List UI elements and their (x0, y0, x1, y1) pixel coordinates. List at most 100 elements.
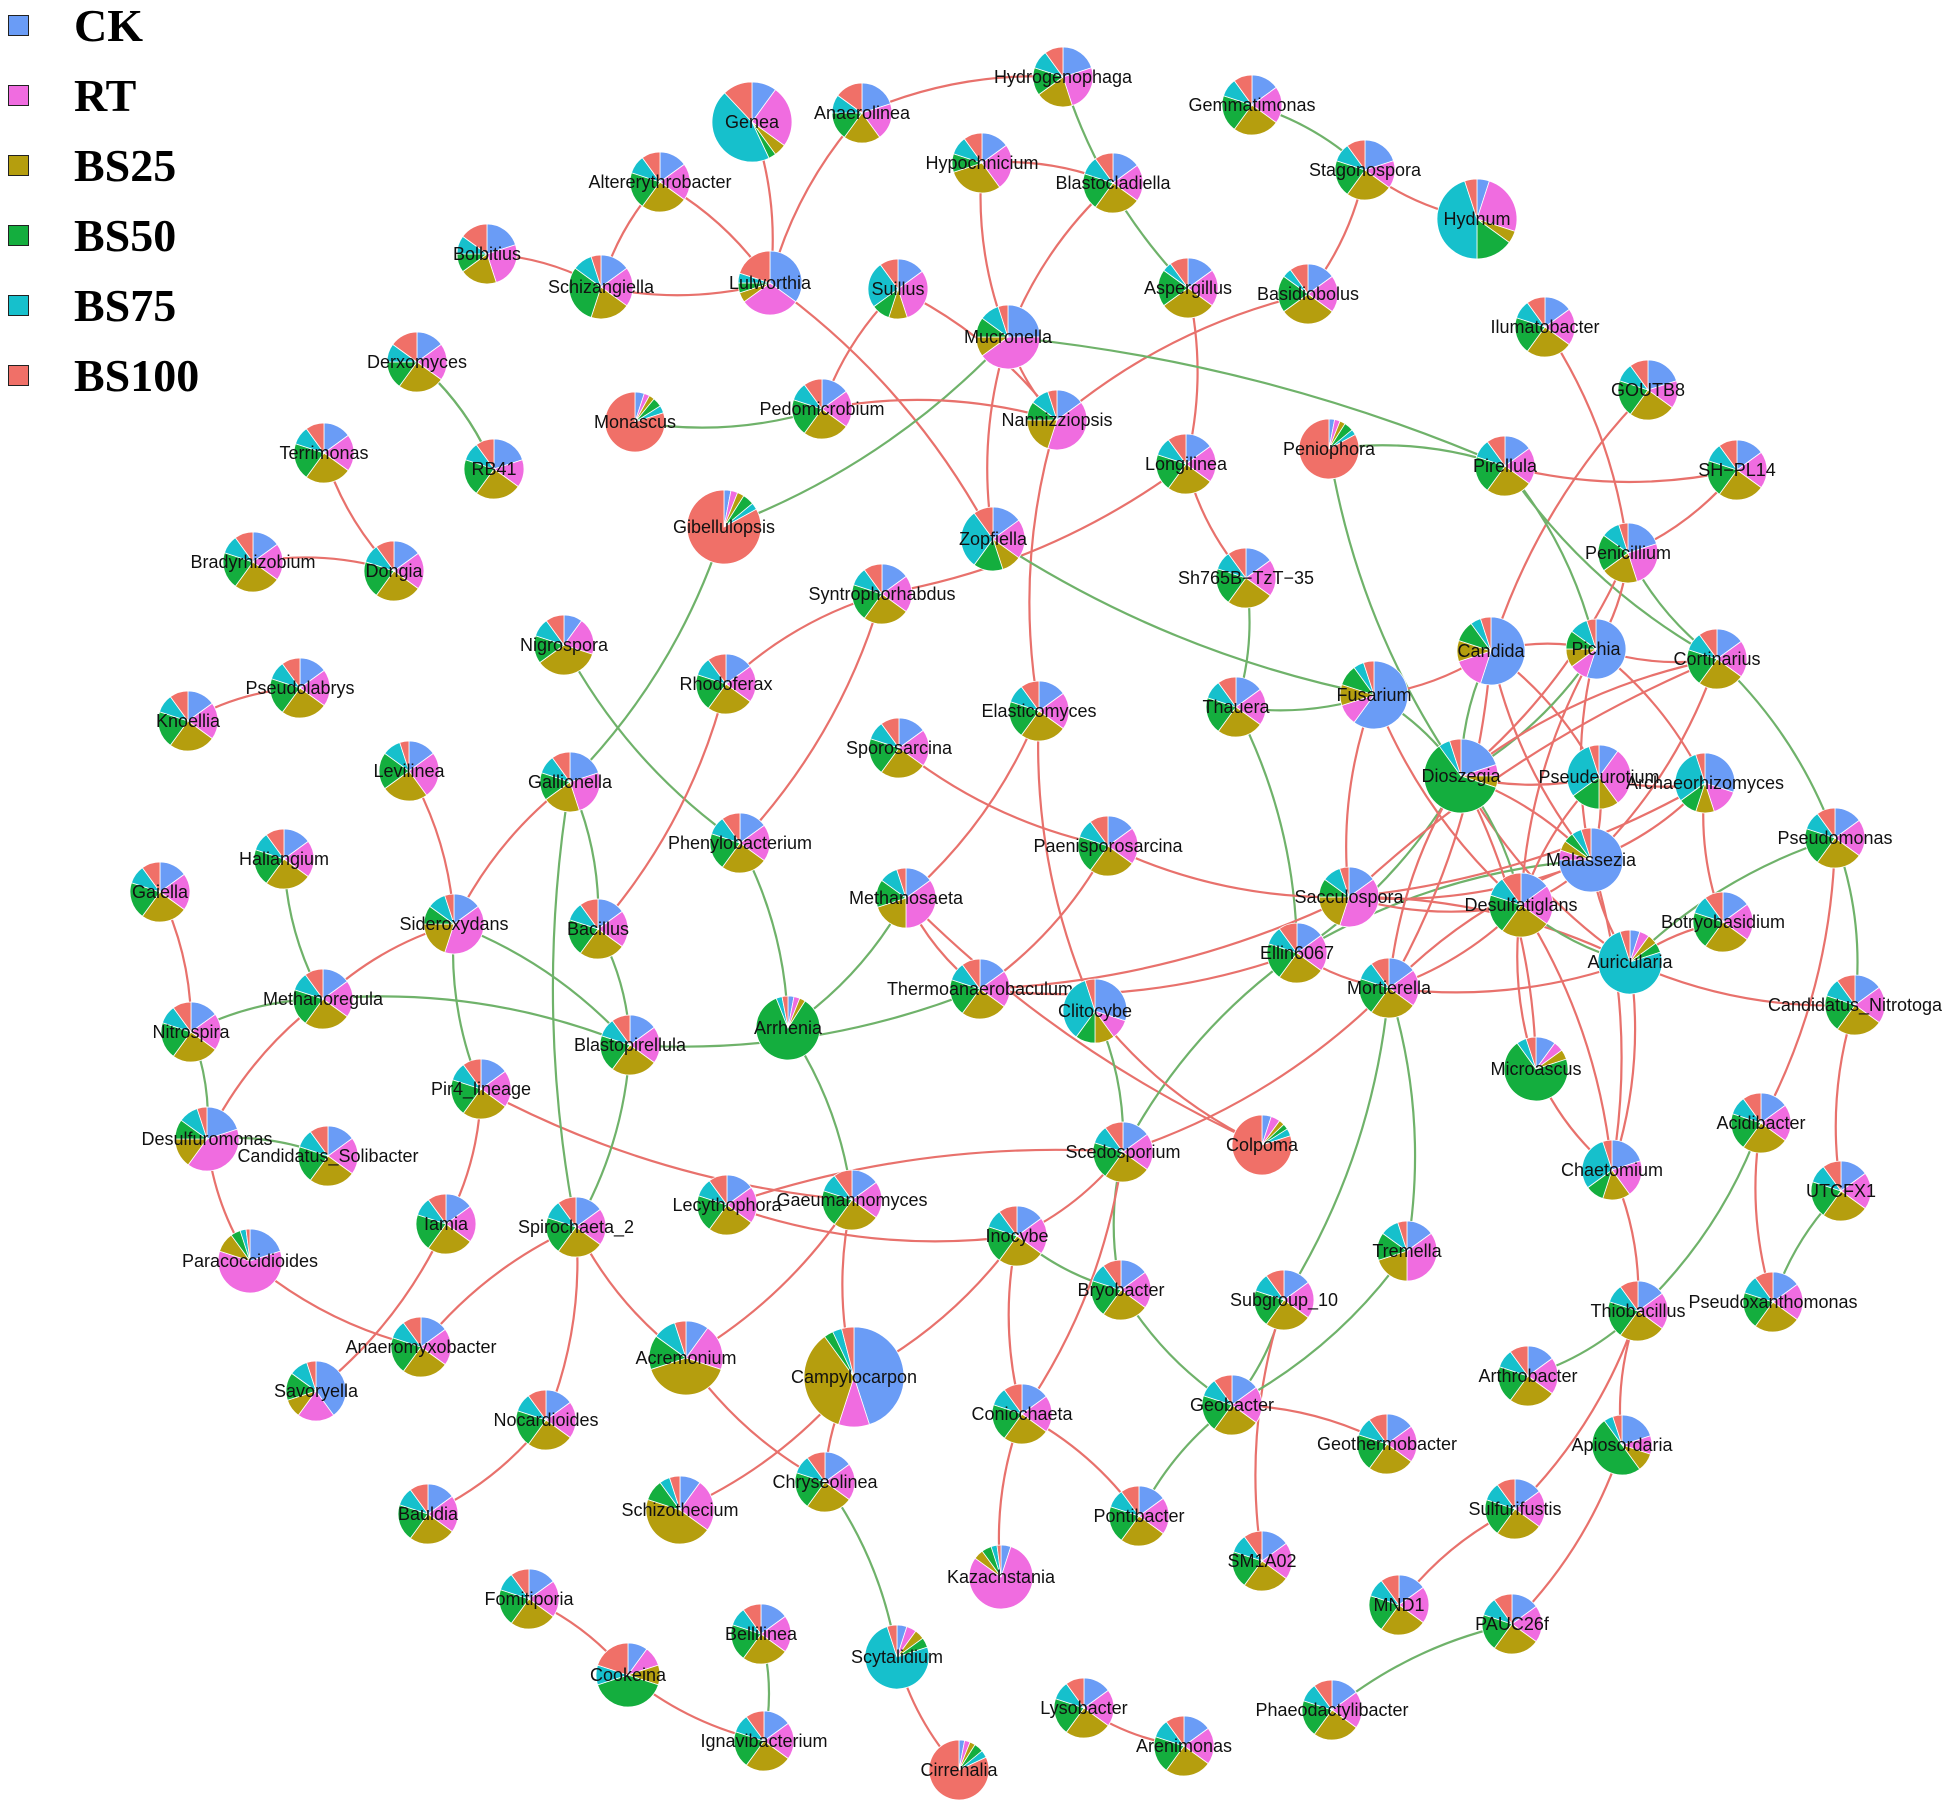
pie-slice (1003, 1383, 1023, 1416)
pie-slice (187, 1128, 240, 1172)
pie-slice (711, 92, 770, 163)
pie-slice (234, 531, 254, 564)
pie-slice (253, 849, 285, 884)
node-pedomicrobium: Pedomicrobium (759, 378, 885, 440)
node-label: Paracoccidioides (182, 1251, 318, 1271)
pie-slice (1044, 46, 1064, 79)
node-pseudolabrys: Pseudolabrys (245, 657, 355, 719)
pie-slice (707, 683, 751, 715)
node-label: UTCFX1 (1806, 1181, 1876, 1201)
node-blastocladiella: Blastocladiella (1055, 152, 1172, 214)
pie-slice (327, 1137, 359, 1175)
node-rb41: RB41 (463, 438, 525, 500)
pie-slice (1235, 688, 1267, 726)
node-label: Peniophora (1283, 439, 1376, 459)
pie-slice (567, 919, 599, 954)
pie-slice (1227, 577, 1271, 609)
pie-slice (896, 867, 907, 899)
pie-slice (1406, 1232, 1438, 1282)
node-arthrobacter: Arthrobacter (1478, 1345, 1578, 1407)
pie-slice (252, 543, 284, 581)
node-label: Phaeodactylibacter (1255, 1700, 1408, 1720)
legend-swatch (8, 15, 29, 36)
node-bradyrhizobium: Bradyrhizobium (190, 531, 316, 593)
node-label: Malassezia (1546, 850, 1637, 870)
edge-positive (905, 897, 1263, 1147)
pie-slice (1686, 649, 1718, 684)
node-methanosaeta: Methanosaeta (849, 867, 964, 929)
pie-slice (600, 267, 634, 307)
edge-positive (769, 282, 994, 540)
pie-slice (629, 1026, 661, 1064)
node-pirellula: Pirellula (1473, 435, 1538, 497)
pie-slice (1233, 104, 1277, 136)
edge-positive (1589, 859, 1623, 1171)
pie-slice (1386, 1425, 1418, 1463)
edge-negative (569, 526, 726, 783)
pie-slice (292, 989, 324, 1024)
node-label: Derxomyces (367, 352, 467, 372)
edge-negative (1504, 465, 1598, 650)
pie-slice (1339, 878, 1380, 928)
pie-slice (309, 1155, 353, 1187)
edge-positive (597, 683, 728, 930)
node-goutb8: GOUTB8 (1611, 359, 1685, 421)
pie-slice (1083, 1689, 1115, 1727)
pie-slice (234, 561, 278, 593)
pie-slice (1104, 1121, 1124, 1154)
pie-slice (1629, 389, 1673, 421)
pie-slice (1094, 152, 1114, 185)
edge-negative (992, 538, 1375, 697)
node-label: Desulfuromonas (141, 1129, 272, 1149)
pie-slice (299, 669, 331, 707)
pie-slice (416, 343, 448, 381)
pie-slice (1619, 929, 1631, 963)
node-label: Kazachstania (947, 1567, 1056, 1587)
pie-slice (390, 1337, 422, 1372)
node-pichia: Pichia (1565, 618, 1627, 680)
pie-slice (1298, 418, 1360, 480)
node-label: SM1A02 (1227, 1551, 1296, 1571)
pie-slice (1704, 921, 1748, 953)
pie-slice (1621, 1414, 1652, 1446)
node-label: Basidiobolus (1257, 284, 1359, 304)
pie-slice (1698, 628, 1718, 661)
node-label: Zopfiella (959, 529, 1028, 549)
pie-slice (141, 861, 161, 894)
edge-positive (1520, 904, 1614, 1171)
node-sulfurifustis: Sulfurifustis (1468, 1478, 1562, 1540)
node-label: Sulfurifustis (1468, 1499, 1561, 1519)
node-colpoma: Colpoma (1226, 1114, 1299, 1176)
pie-slice (599, 1035, 631, 1070)
node-label: Geothermobacter (1317, 1434, 1457, 1454)
pie-slice (545, 1217, 577, 1252)
node-terrimonas: Terrimonas (279, 422, 369, 484)
pie-slice (604, 391, 666, 453)
pie-slice (998, 1205, 1018, 1238)
pie-slice (803, 408, 847, 440)
pie-slice (806, 1451, 826, 1484)
pie-slice (597, 1674, 659, 1708)
pie-slice (1611, 1139, 1642, 1171)
pie-slice (1611, 1160, 1643, 1195)
pie-slice (1474, 456, 1506, 491)
node-nannizziopsis: Nannizziopsis (1001, 389, 1113, 451)
pie-slice (791, 399, 823, 434)
node-rhodoferax: Rhodoferax (679, 653, 773, 715)
edge-positive (1021, 1151, 1125, 1415)
node-label: Methanosaeta (849, 888, 964, 908)
node-label: Clitocybe (1058, 1001, 1132, 1021)
pie-slice (141, 891, 185, 923)
pie-slice (1201, 1395, 1233, 1430)
pie-slice (1602, 1139, 1613, 1171)
pie-slice (1526, 296, 1546, 329)
pie-slice (427, 1223, 471, 1255)
node-label: Coniochaeta (971, 1404, 1073, 1424)
node-label: Levilinea (373, 761, 445, 781)
pie-slice (1047, 389, 1058, 421)
node-label: Gibellulopsis (673, 517, 775, 537)
legend-label: BS75 (74, 280, 177, 331)
edge-positive (1489, 389, 1649, 652)
pie-slice (1205, 697, 1237, 732)
